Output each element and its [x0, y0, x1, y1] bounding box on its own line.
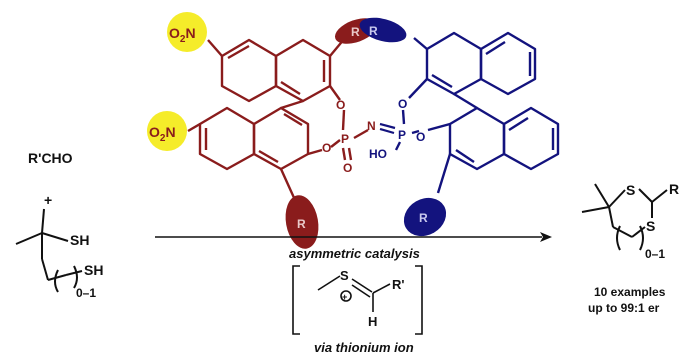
o-left-bottom: O	[322, 141, 331, 155]
o-right-top: O	[398, 97, 407, 111]
r-top-left: R	[351, 25, 360, 39]
thionium-s: S	[340, 268, 349, 283]
r-group-bottom-right-blob	[403, 197, 447, 237]
o-right-bottom: O	[416, 130, 425, 144]
catalyst-right-half: R R O P O HO	[359, 17, 560, 237]
dithiol-structure	[15, 208, 83, 293]
nitro-bottom-label: O2N	[149, 124, 176, 144]
reaction-arrow: asymmetric catalysis via thionium ion	[155, 232, 552, 355]
dithiol-sh-bottom: SH	[84, 262, 103, 278]
dithiol-subscript: 0–1	[76, 286, 96, 300]
r-top-right: R	[369, 24, 378, 38]
n-imino: N	[367, 119, 376, 133]
product-subscript: 0–1	[645, 247, 665, 261]
r-bottom-left: R	[297, 217, 306, 231]
thionium-charge: +	[342, 292, 347, 302]
catalyst-left-half: O2N O2N R R O O P O	[147, 12, 378, 249]
ho-label: HO	[369, 147, 387, 161]
r-group-top-right-blob	[359, 17, 407, 43]
nitro-highlight-top	[167, 12, 207, 52]
product-s-top: S	[626, 182, 635, 198]
product: S S R 0–1 10 examples up to 99:1 er	[581, 181, 679, 315]
o-left-top: O	[336, 98, 345, 112]
arrow-label-top: asymmetric catalysis	[289, 246, 420, 261]
product-r: R	[669, 181, 679, 197]
nitro-highlight-bottom	[147, 111, 187, 151]
r-group-bottom-left-blob	[285, 195, 319, 249]
catalyst-center-link: N	[367, 119, 396, 135]
reagents: R'CHO + SH SH 0–1	[15, 150, 103, 300]
examples-count: 10 examples	[594, 285, 666, 299]
enantiomeric-ratio: up to 99:1 er	[588, 301, 660, 315]
arrow-label-bottom: via thionium ion	[314, 340, 414, 355]
product-s-bottom: S	[646, 218, 655, 234]
p-left: P	[341, 132, 349, 146]
dithiol-sh-top: SH	[70, 232, 89, 248]
positive-charge-ring	[340, 290, 352, 302]
r-bottom-right: R	[419, 211, 428, 225]
aldehyde-label: R'CHO	[28, 150, 73, 166]
nitro-top-label: O2N	[169, 25, 196, 45]
o-double-left: O	[343, 161, 352, 175]
thionium-h: H	[368, 314, 377, 329]
plus-sign: +	[44, 192, 52, 208]
p-right: P	[398, 128, 406, 142]
thionium-intermediate: S + R' H	[292, 265, 423, 335]
thionium-r-prime: R'	[392, 277, 404, 292]
